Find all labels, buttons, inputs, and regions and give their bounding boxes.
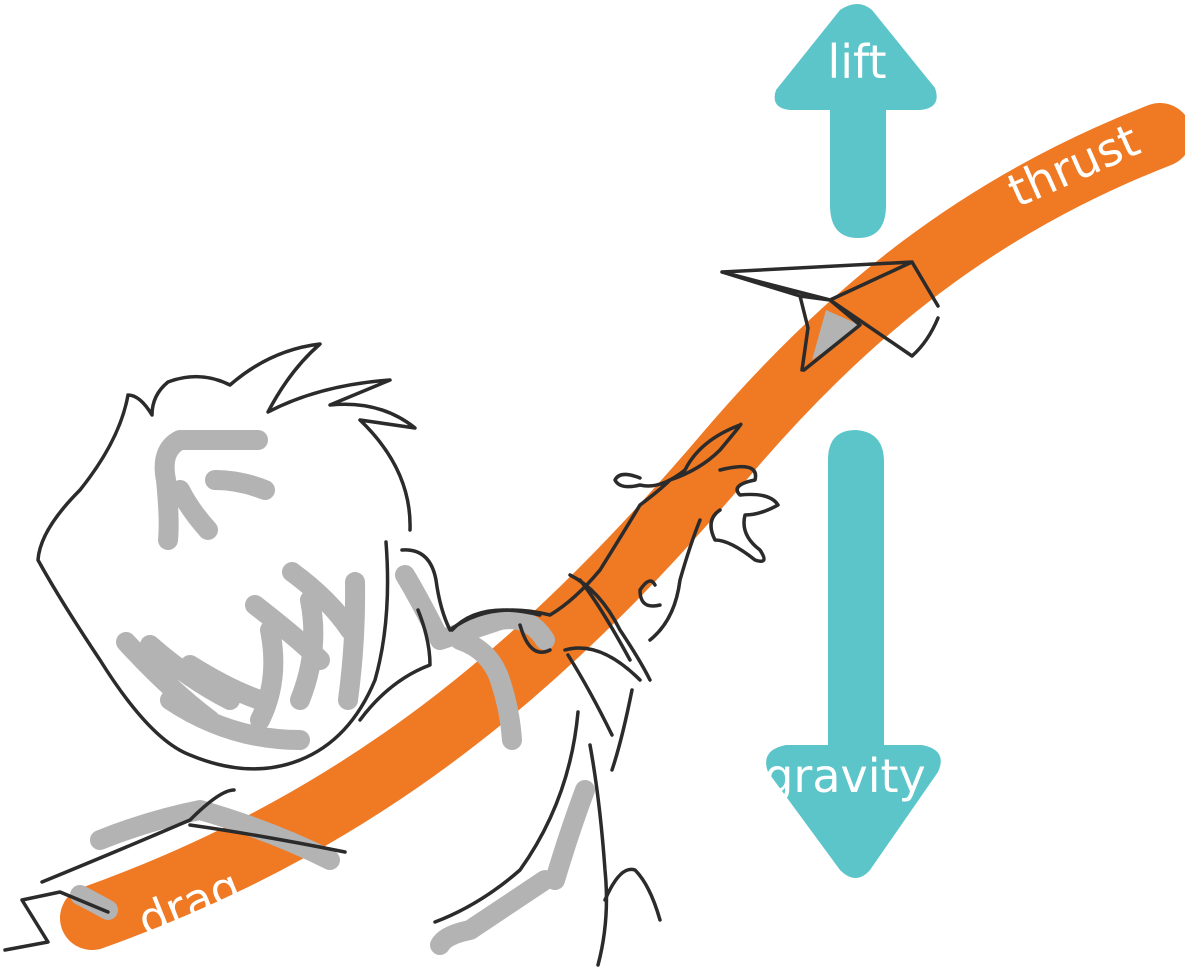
- lift-label: lift: [828, 35, 887, 89]
- hair-shading: [154, 430, 275, 550]
- gravity-arrow: gravity: [764, 430, 941, 878]
- throwing-arm: [400, 422, 780, 642]
- leg-shading: [70, 780, 595, 955]
- lift-arrow-shape: [774, 4, 937, 238]
- hair-outline: [36, 342, 417, 771]
- face-shading: [116, 562, 366, 750]
- paper-airplane-underside: [812, 310, 862, 360]
- arm-shading: [395, 565, 555, 750]
- gravity-arrow-shape: [766, 430, 941, 878]
- legs-outline: [3, 710, 662, 967]
- flight-path: [60, 103, 1185, 950]
- paper-airplane: [720, 260, 940, 372]
- gravity-label: gravity: [764, 749, 926, 803]
- paper-airplane-outline: [720, 260, 940, 372]
- torso-outline: [358, 573, 662, 772]
- lift-arrow: lift: [774, 4, 937, 238]
- child-figure: [3, 342, 780, 967]
